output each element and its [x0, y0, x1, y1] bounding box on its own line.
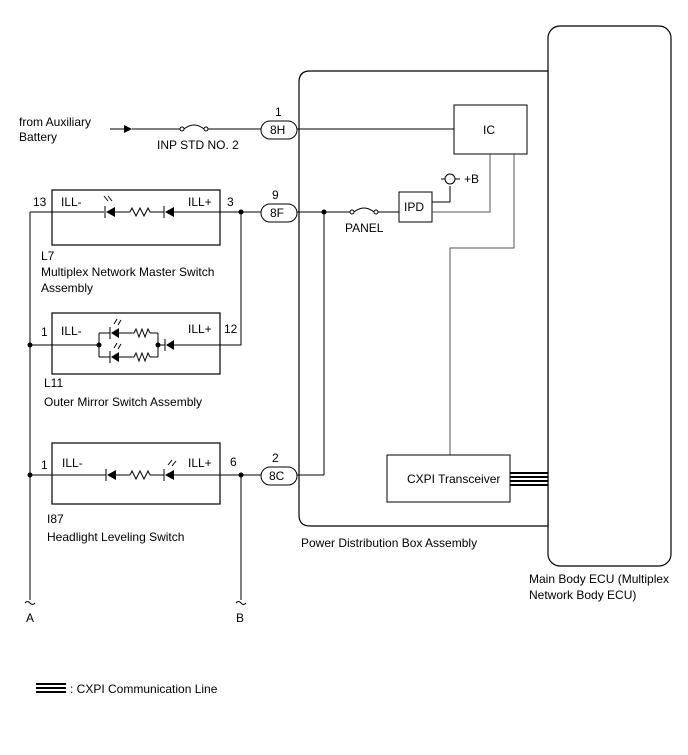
battery-label-1: from Auxiliary: [19, 115, 91, 129]
diode-icon: [164, 339, 174, 351]
connector-8f: [260, 203, 298, 223]
l7-pin-left: 13: [33, 195, 47, 209]
diode-icon: [105, 469, 116, 481]
l11-right-wire: [220, 212, 242, 346]
main-body-ecu-label-2: Network Body ECU): [529, 588, 636, 602]
connector-8c-pin: 2: [272, 451, 279, 465]
junction-dot: [27, 472, 33, 478]
ipd-label: IPD: [404, 200, 424, 214]
l7-ill-plus: ILL+: [188, 195, 212, 209]
resistor-icon: [133, 351, 151, 363]
fuse-icon: [179, 124, 209, 132]
inp-std-fuse-label: INP STD NO. 2: [157, 138, 239, 152]
l7-pin-right: 3: [227, 195, 234, 209]
arrow-icon: [124, 125, 132, 133]
resistor-icon: [129, 206, 151, 218]
connector-8c-label: 8C: [269, 469, 285, 483]
panel-fuse-icon: [349, 207, 379, 215]
led-icon: [103, 195, 115, 218]
resistor-icon: [129, 469, 151, 481]
legend-cxpi-label: : CXPI Communication Line: [70, 682, 218, 696]
ipd-to-ic-wire: [432, 154, 491, 213]
i87-ill-minus: ILL-: [62, 456, 83, 470]
l11-ill-minus: ILL-: [61, 324, 82, 338]
l7-code: L7: [41, 249, 55, 263]
legend-cxpi-line-icon: [36, 683, 66, 693]
power-distribution-box-label: Power Distribution Box Assembly: [301, 536, 477, 550]
junction-dot: [321, 209, 327, 215]
l11-pin-left: 1: [41, 325, 48, 339]
i87-pin-left: 1: [41, 458, 48, 472]
ground-a-break-icon: [24, 601, 36, 605]
l7-switch-box: [51, 189, 221, 246]
panel-fuse-label: PANEL: [345, 221, 384, 235]
ipd-box: [398, 191, 433, 223]
l7-ill-minus: ILL-: [61, 195, 82, 209]
i87-ill-plus: ILL+: [188, 456, 212, 470]
connector-8h: [260, 120, 298, 140]
power-distribution-box: [298, 70, 549, 527]
i87-switch-box: [51, 442, 221, 505]
connector-8c: [260, 466, 298, 486]
l7-name-2: Assembly: [41, 281, 93, 295]
ic-to-cxpi-wire: [449, 154, 515, 455]
ic-label: IC: [483, 123, 495, 137]
ground-b-break-icon: [235, 601, 247, 605]
main-body-ecu-label-1: Main Body ECU (Multiplex: [529, 572, 669, 586]
l11-name: Outer Mirror Switch Assembly: [44, 395, 202, 409]
i87-code: I87: [47, 512, 64, 526]
i87-name: Headlight Leveling Switch: [47, 530, 184, 544]
led-icon: [109, 342, 122, 363]
ground-b-label: B: [236, 611, 244, 625]
battery-label-2: Battery: [19, 130, 57, 144]
connector-8f-pin: 9: [272, 188, 279, 202]
junction-dot: [27, 342, 33, 348]
connector-8h-label: 8H: [270, 123, 285, 137]
led-icon: [163, 459, 177, 481]
diode-icon: [163, 206, 174, 218]
l11-pin-right: 12: [224, 322, 238, 336]
connector-8h-pin: 1: [275, 105, 282, 119]
i87-pin-right: 6: [230, 455, 237, 469]
plus-b-label: +B: [464, 172, 479, 186]
resistor-icon: [133, 327, 151, 339]
cxpi-transceiver-label: CXPI Transceiver: [407, 472, 500, 486]
cxpi-communication-line: [510, 472, 548, 486]
ground-a-label: A: [26, 611, 34, 625]
l11-code: L11: [44, 376, 63, 390]
l11-ill-plus: ILL+: [188, 322, 212, 336]
ic-box: [453, 104, 528, 155]
plus-b-terminal-icon: [444, 173, 456, 185]
l7-name-1: Multiplex Network Master Switch: [41, 265, 214, 279]
l11-switch-box: [51, 312, 221, 375]
connector-8f-label: 8F: [270, 206, 284, 220]
junction-dot: [96, 342, 102, 348]
junction-dot: [238, 209, 244, 215]
cxpi-transceiver-box: [386, 454, 511, 503]
main-body-ecu-box: [547, 25, 672, 567]
led-icon: [109, 318, 122, 339]
